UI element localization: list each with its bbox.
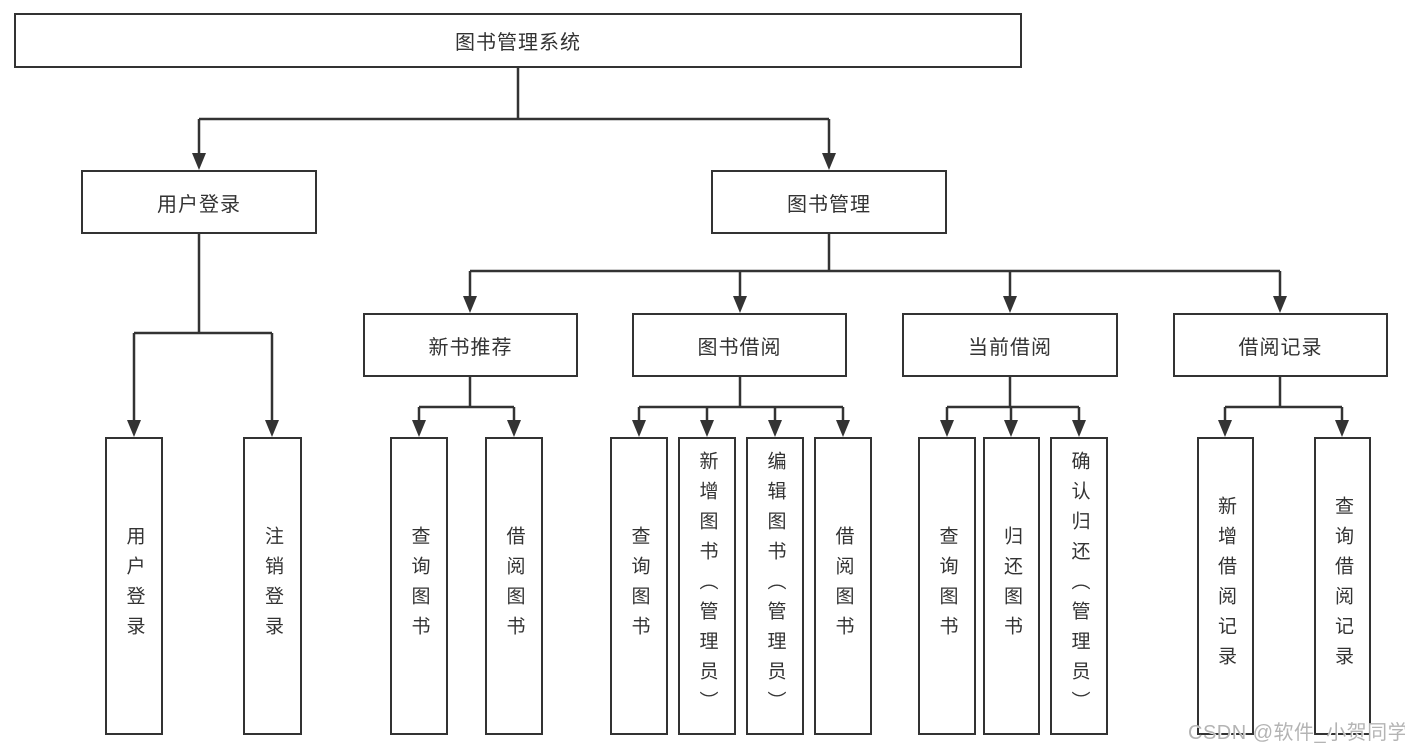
arrow-down-icon (836, 420, 850, 437)
connector-user-login (132, 234, 274, 422)
arrow-down-icon (632, 420, 646, 437)
node-bb-query-books: 查询图书 (610, 437, 668, 735)
arrow-down-icon (940, 420, 954, 437)
arrow-down-icon (1003, 296, 1017, 313)
arrow-down-icon (768, 420, 782, 437)
arrow-down-icon (127, 420, 141, 437)
node-cb-query-books: 查询图书 (918, 437, 976, 735)
arrow-down-icon (265, 420, 279, 437)
node-user-login-leaf: 用户登录 (105, 437, 163, 735)
node-cb-return-books: 归还图书 (983, 437, 1040, 735)
arrow-down-icon (822, 153, 836, 170)
connector-new-book (417, 377, 516, 422)
arrow-down-icon (1004, 420, 1018, 437)
arrow-down-icon (192, 153, 206, 170)
arrow-down-icon (1273, 296, 1287, 313)
node-bb-add-books-admin: 新增图书（管理员） (678, 437, 736, 735)
watermark: CSDN @软件_小贺同学 (1188, 722, 1405, 744)
node-br-add-record: 新增借阅记录 (1197, 437, 1254, 735)
node-cb-confirm-return-admin: 确认归还（管理员） (1050, 437, 1108, 735)
node-nb-borrow-books: 借阅图书 (485, 437, 543, 735)
arrow-down-icon (507, 420, 521, 437)
arrowhead-icons (127, 153, 1349, 437)
node-nb-query-books: 查询图书 (390, 437, 448, 735)
arrow-down-icon (1218, 420, 1232, 437)
node-logout: 注销登录 (243, 437, 302, 735)
node-current-borrow: 当前借阅 (902, 313, 1118, 377)
arrow-down-icon (412, 420, 426, 437)
connector-book-borrow (637, 377, 845, 422)
connector-book-mgmt (468, 234, 1282, 298)
arrow-down-icon (700, 420, 714, 437)
node-book-management: 图书管理 (711, 170, 947, 234)
connector-borrow-records (1223, 377, 1344, 422)
arrow-down-icon (463, 296, 477, 313)
node-br-query-record: 查询借阅记录 (1314, 437, 1371, 735)
arrow-down-icon (1335, 420, 1349, 437)
arrow-down-icon (1072, 420, 1086, 437)
node-borrow-records: 借阅记录 (1173, 313, 1388, 377)
node-new-book-recommend: 新书推荐 (363, 313, 578, 377)
node-library-system: 图书管理系统 (14, 13, 1022, 68)
connector-root (197, 68, 831, 155)
node-bb-borrow-books: 借阅图书 (814, 437, 872, 735)
node-user-login: 用户登录 (81, 170, 317, 234)
node-bb-edit-books-admin: 编辑图书（管理员） (746, 437, 804, 735)
arrow-down-icon (733, 296, 747, 313)
connector-current-borrow (945, 377, 1081, 422)
node-book-borrow: 图书借阅 (632, 313, 847, 377)
